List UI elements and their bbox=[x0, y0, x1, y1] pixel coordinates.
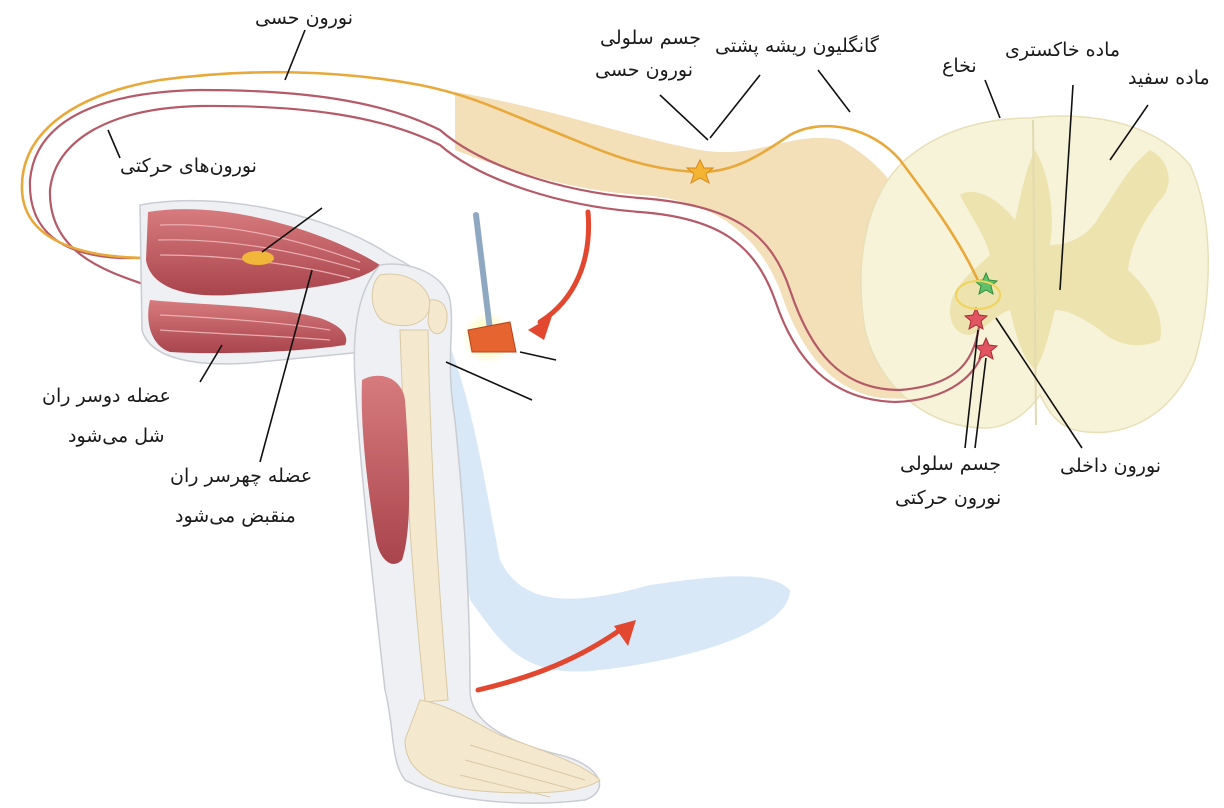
label-hamstring-line1: عضله دوسر ران bbox=[42, 386, 171, 408]
label-sensory-cell-body-line2: نورون حسی bbox=[595, 60, 693, 82]
label-dorsal-root-ganglion: گانگلیون ریشه پشتی bbox=[715, 36, 879, 58]
label-gray-matter: ماده خاکستری bbox=[1005, 40, 1120, 62]
reflex-hammer-icon bbox=[462, 215, 516, 364]
label-sensory-neuron: نورون حسی bbox=[255, 8, 353, 30]
muscle-spindle bbox=[242, 251, 274, 265]
label-motor-cell-body-line2: نورون حرکتی bbox=[895, 488, 1001, 510]
label-white-matter: ماده سفید bbox=[1128, 68, 1210, 90]
patella bbox=[428, 300, 447, 334]
label-motor-cell-body-line1: جسم سلولی bbox=[900, 454, 1001, 476]
label-hamstring-line2: شل می‌شود bbox=[68, 426, 165, 448]
label-sensory-cell-body-line1: جسم سلولی bbox=[600, 28, 701, 50]
label-quadriceps-line1: عضله چهرسر ران bbox=[170, 466, 312, 488]
label-spinal-cord: نخاع bbox=[942, 56, 977, 78]
label-interneuron: نورون داخلی bbox=[1060, 456, 1161, 478]
foot-bones bbox=[405, 700, 600, 793]
label-motor-neurons: نورون‌های حرکتی bbox=[120, 156, 257, 178]
spinal-cord bbox=[861, 116, 1208, 432]
label-quadriceps-line2: منقبض می‌شود bbox=[175, 506, 296, 528]
